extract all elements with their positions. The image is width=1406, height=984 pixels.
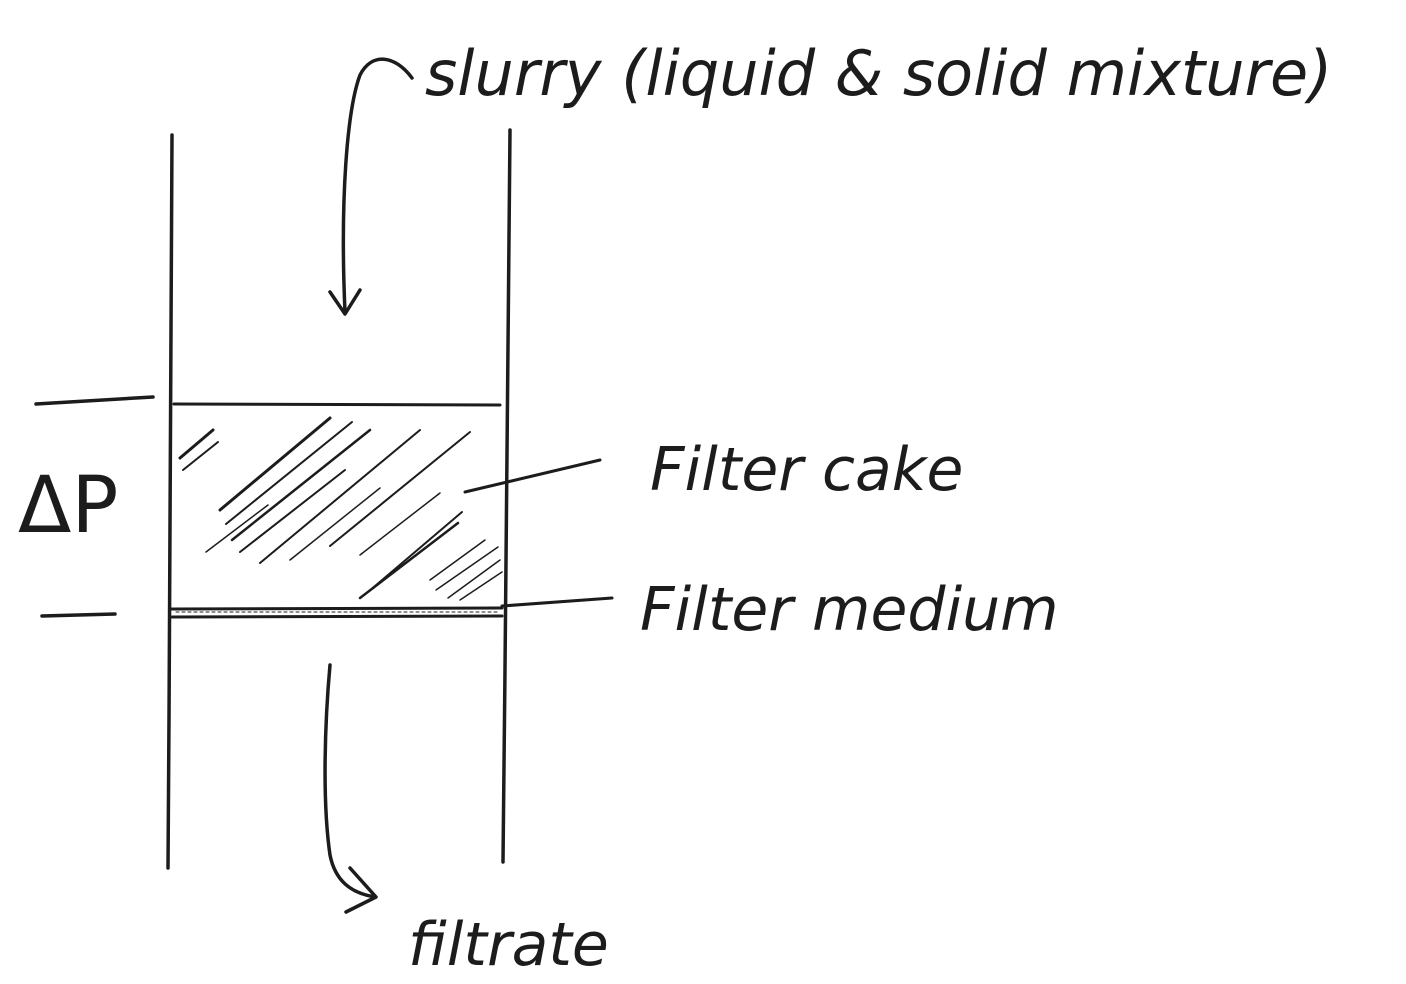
filtrate-outflow-arrow	[323, 663, 377, 899]
filter-cake-leader	[463, 458, 602, 494]
delta-p-top-tick	[34, 395, 155, 406]
vessel-left-wall	[166, 133, 174, 870]
slurry-label: slurry (liquid & solid mixture)	[425, 37, 1332, 110]
slurry-inflow-arrow	[341, 57, 414, 314]
filter-medium-leader	[500, 596, 614, 608]
filter-medium-label: Filter medium	[640, 575, 1059, 645]
filter-cake-hatching	[178, 416, 503, 601]
slurry-arrowhead	[328, 288, 362, 316]
filter-cake-top-line	[172, 402, 502, 407]
filtrate-label: filtrate	[408, 910, 609, 980]
vessel-right-wall	[501, 128, 512, 864]
filter-medium-layer	[170, 606, 504, 619]
delta-p-bottom-tick	[40, 612, 117, 618]
filtrate-arrowhead	[344, 866, 378, 914]
filter-cake-label: Filter cake	[650, 435, 963, 505]
delta-p-label: ΔP	[18, 461, 118, 551]
